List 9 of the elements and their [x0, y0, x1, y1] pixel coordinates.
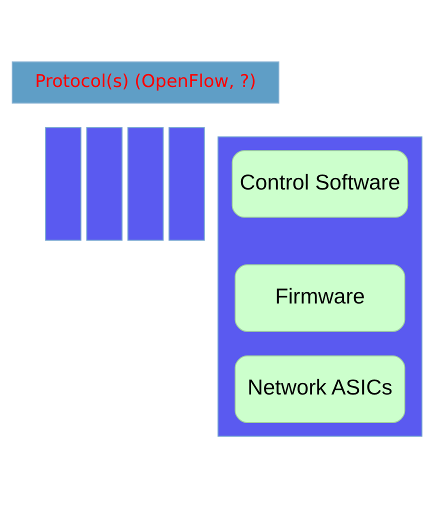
node-box: Firmware	[234, 264, 406, 332]
node-box	[45, 126, 82, 240]
node-box	[127, 126, 164, 240]
node-box: Control Software	[232, 150, 408, 218]
cluster	[218, 136, 422, 436]
node-box: Protocol(s) (OpenFlow, ?)	[12, 60, 280, 104]
node-box	[86, 126, 123, 240]
node-box	[168, 126, 205, 240]
node-box: Network ASICs	[234, 354, 406, 423]
